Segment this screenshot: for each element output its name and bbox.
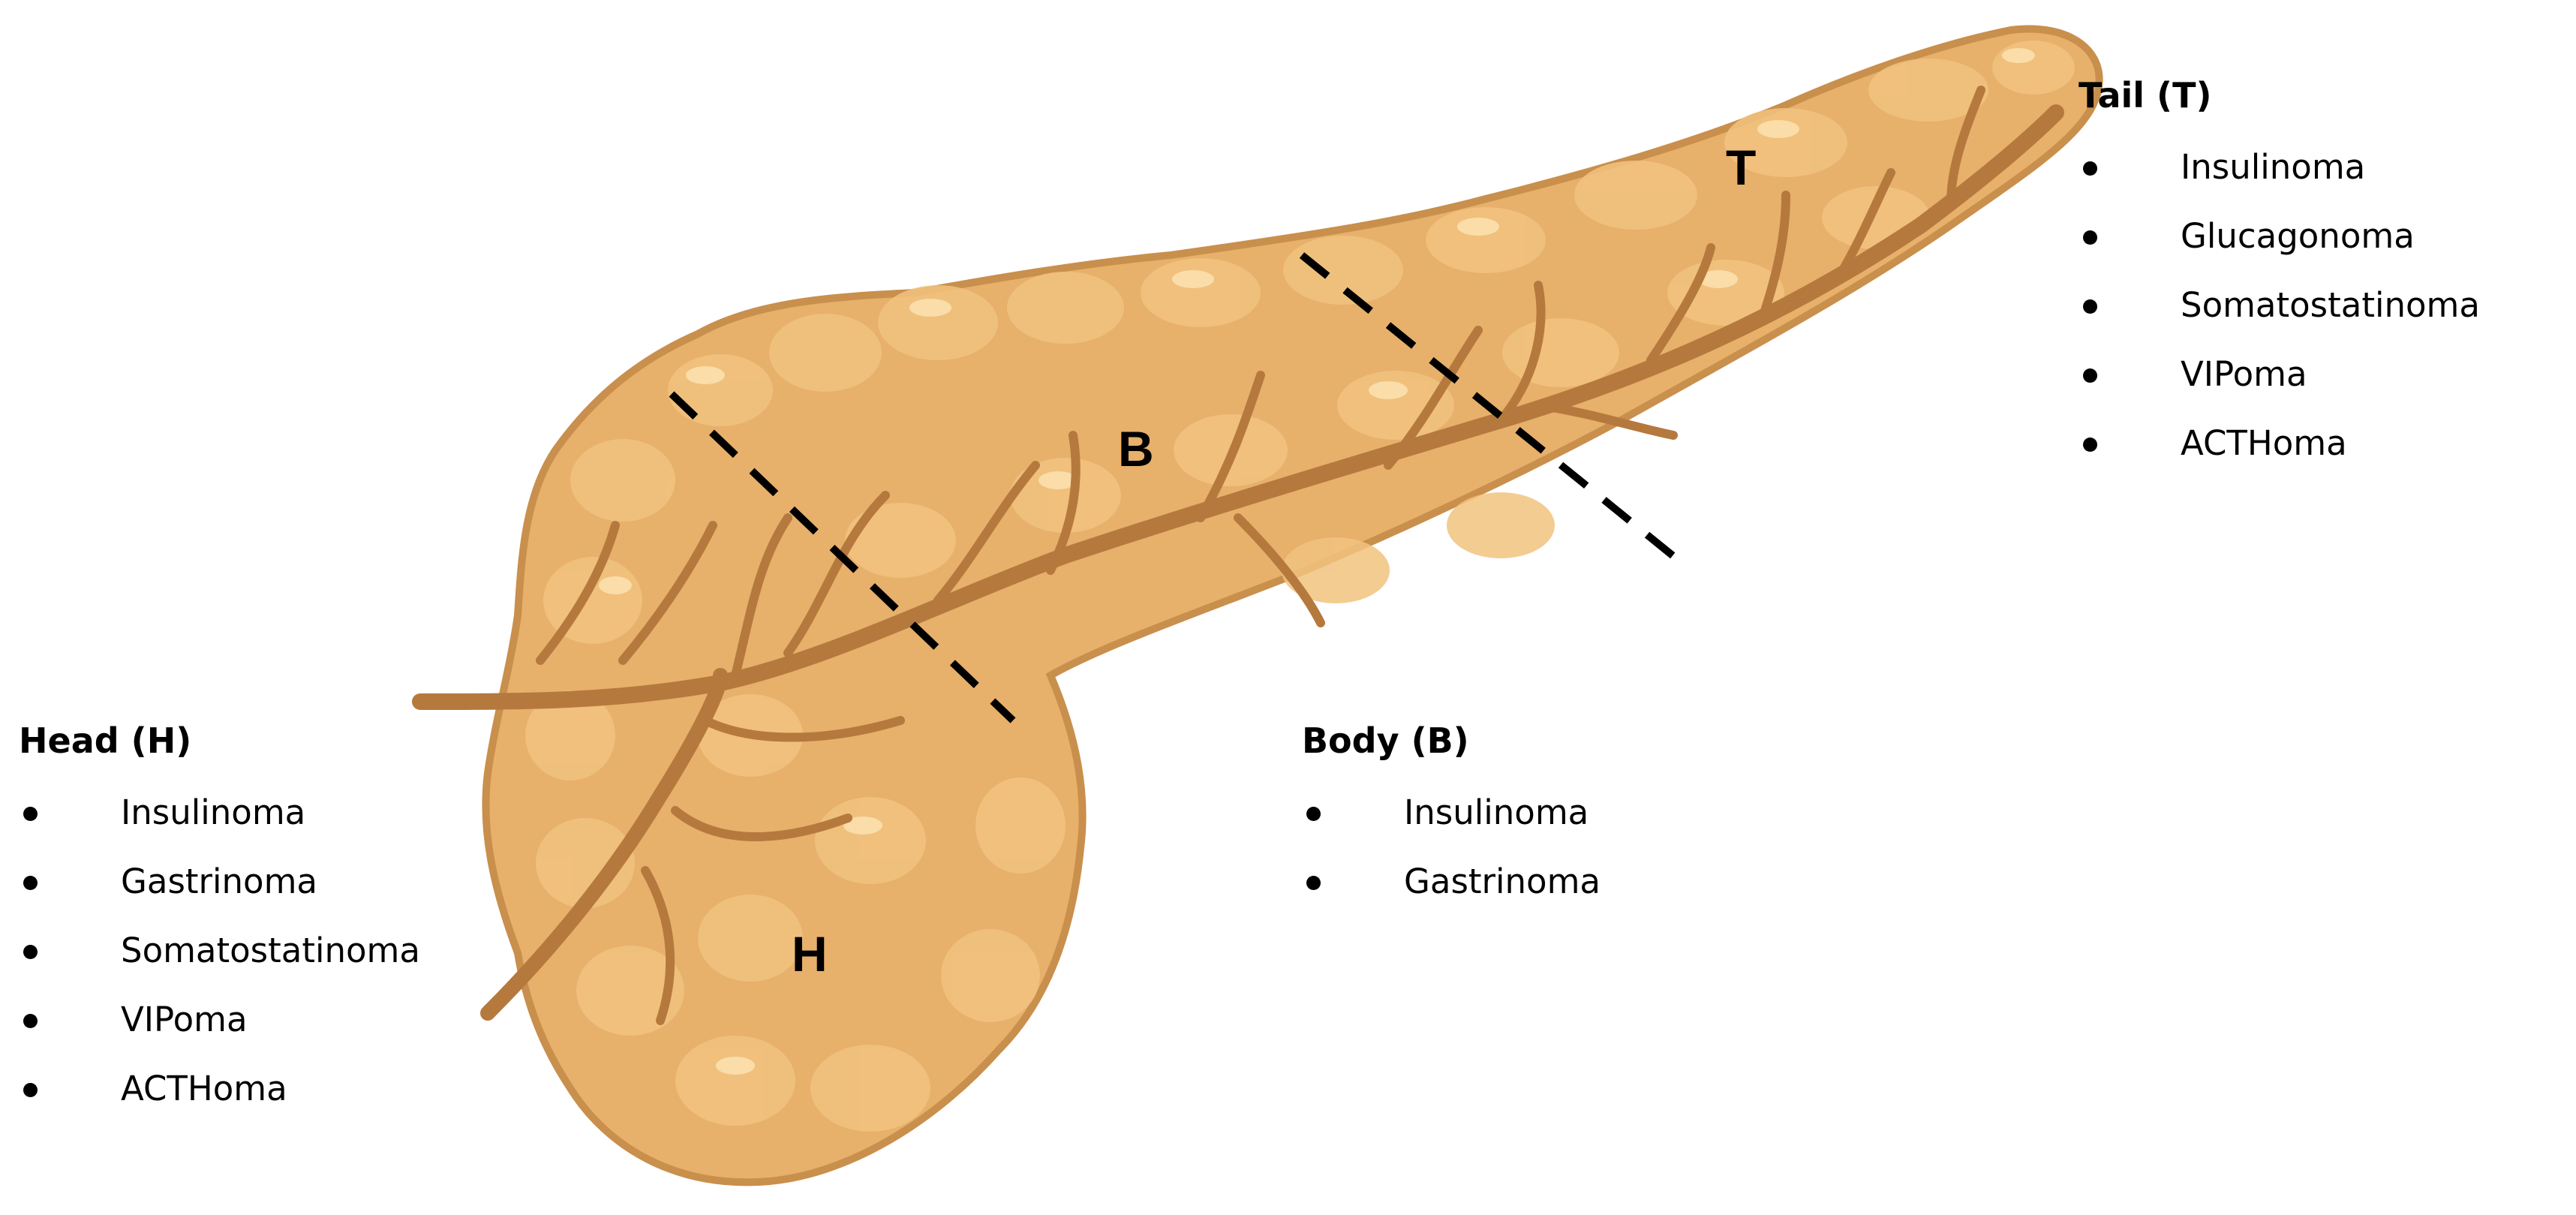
pancreatic-duct <box>412 86 2064 1025</box>
bullet-icon <box>1306 876 1321 891</box>
list-item: Gastrinoma <box>19 847 420 916</box>
list-item: Somatostatinoma <box>2079 271 2480 340</box>
list-item-label: VIPoma <box>121 1000 248 1040</box>
region-label-body: B <box>1118 421 1154 477</box>
bullet-icon <box>2083 230 2097 245</box>
legend-head-list: Insulinoma Gastrinoma Somatostatinoma VI… <box>19 778 420 1123</box>
list-item: Insulinoma <box>1302 778 1601 847</box>
bullet-icon <box>1306 807 1321 822</box>
legend-head: Head (H) Insulinoma Gastrinoma Somatosta… <box>19 720 420 1123</box>
list-item-label: Glucagonoma <box>2181 216 2415 257</box>
legend-body: Body (B) Insulinoma Gastrinoma <box>1302 720 1601 916</box>
list-item-label: Insulinoma <box>1404 792 1589 833</box>
body-tail-divider <box>1299 252 1680 562</box>
list-item-label: ACTHoma <box>121 1069 287 1109</box>
bullet-icon <box>2083 161 2097 176</box>
bullet-icon <box>23 945 38 960</box>
list-item: Insulinoma <box>19 778 420 847</box>
legend-body-list: Insulinoma Gastrinoma <box>1302 778 1601 916</box>
list-item: VIPoma <box>2079 340 2480 409</box>
list-item-label: Gastrinoma <box>1404 862 1601 902</box>
list-item-label: ACTHoma <box>2181 423 2347 464</box>
list-item: Insulinoma <box>2079 133 2480 202</box>
list-item-label: Insulinoma <box>2181 147 2366 188</box>
bullet-icon <box>2083 299 2097 314</box>
list-item: ACTHoma <box>2079 409 2480 478</box>
list-item: Gastrinoma <box>1302 847 1601 916</box>
list-item: Glucagonoma <box>2079 202 2480 271</box>
pancreas-tissue <box>482 25 2103 1186</box>
legend-tail: Tail (T) Insulinoma Glucagonoma Somatost… <box>2079 75 2480 478</box>
bullet-icon <box>23 1083 38 1098</box>
legend-head-title: Head (H) <box>19 720 192 761</box>
bullet-icon <box>23 876 38 891</box>
list-item-label: Somatostatinoma <box>2181 285 2480 326</box>
list-item: VIPoma <box>19 985 420 1054</box>
list-item-label: Somatostatinoma <box>121 931 420 971</box>
bullet-icon <box>23 807 38 822</box>
region-label-head: H <box>792 926 828 982</box>
bullet-icon <box>23 1014 38 1029</box>
region-dividers <box>669 252 1680 723</box>
legend-body-title: Body (B) <box>1302 720 1469 761</box>
head-body-divider <box>669 391 1016 723</box>
legend-tail-list: Insulinoma Glucagonoma Somatostatinoma V… <box>2079 133 2480 478</box>
list-item: ACTHoma <box>19 1054 420 1123</box>
list-item-label: Gastrinoma <box>121 862 318 902</box>
list-item-label: Insulinoma <box>121 792 306 833</box>
region-label-tail: T <box>1726 140 1757 195</box>
bullet-icon <box>2083 438 2097 453</box>
list-item: Somatostatinoma <box>19 916 420 985</box>
legend-tail-title: Tail (T) <box>2079 75 2212 116</box>
bullet-icon <box>2083 368 2097 383</box>
list-item-label: VIPoma <box>2181 354 2307 395</box>
